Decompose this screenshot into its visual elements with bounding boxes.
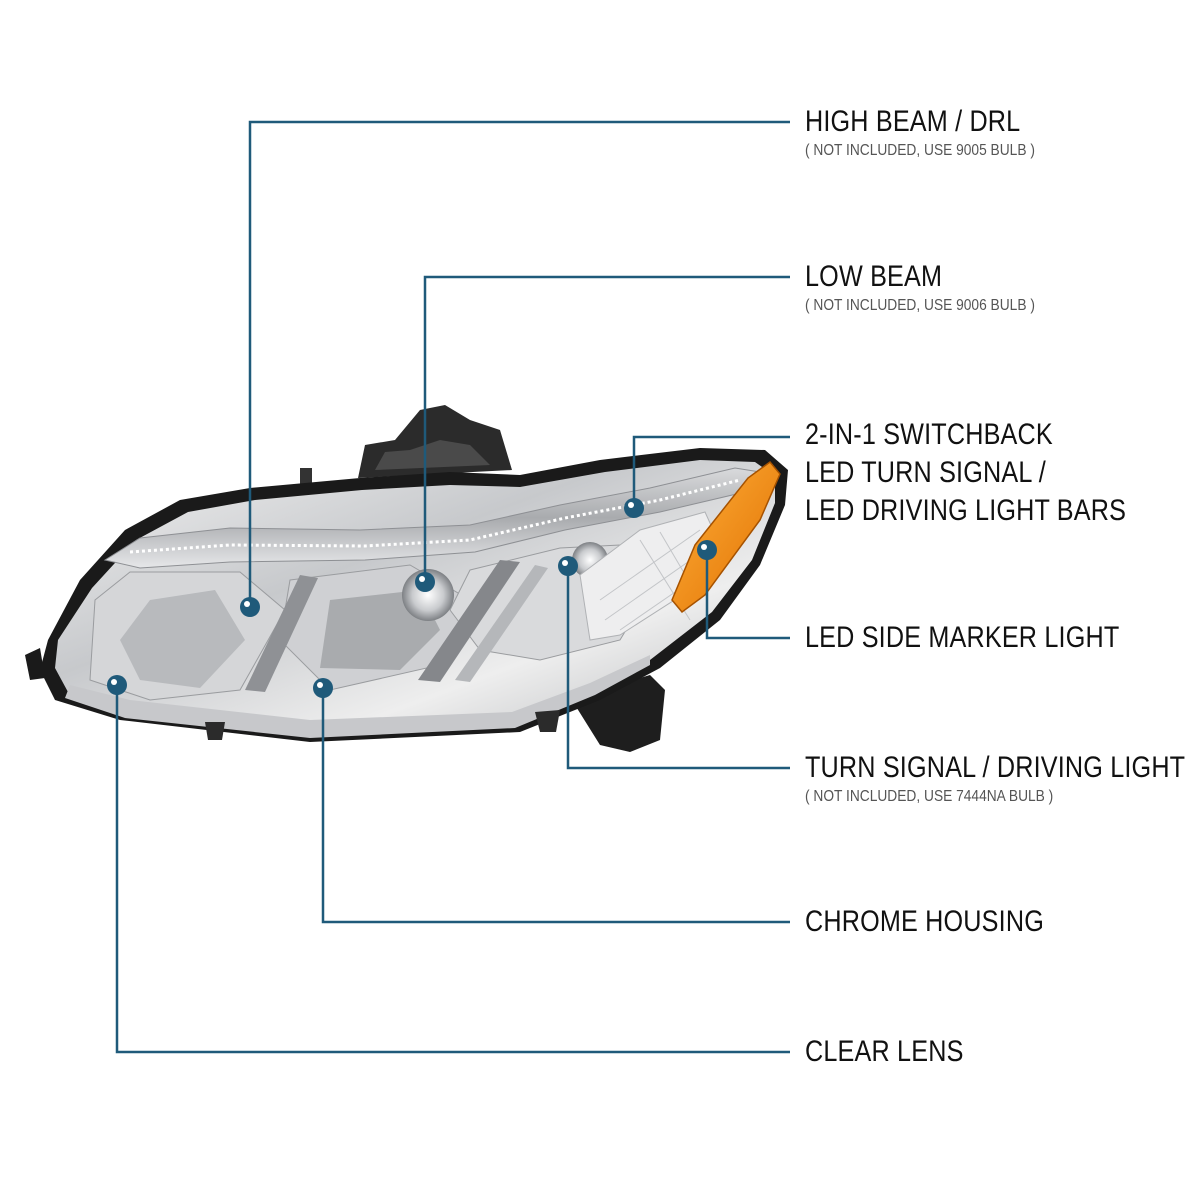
callout-title: TURN SIGNAL / DRIVING LIGHT [805, 751, 1186, 784]
leader-side-marker [705, 550, 790, 640]
callout-side-marker: LED SIDE MARKER LIGHT [805, 619, 1179, 657]
callout-title: LED SIDE MARKER LIGHT [805, 621, 1120, 654]
callout-title: CLEAR LENS [805, 1035, 964, 1068]
callout-turn-signal: TURN SIGNAL / DRIVING LIGHT ( NOT INCLUD… [805, 749, 1200, 807]
callout-dot-low-beam [415, 572, 435, 592]
callout-note: ( NOT INCLUDED, USE 7444NA BULB ) [805, 788, 1054, 805]
callout-note: ( NOT INCLUDED, USE 9005 BULB ) [805, 142, 1035, 159]
callout-title: 2-IN-1 SWITCHBACK LED TURN SIGNAL / LED … [805, 418, 1127, 527]
leader-switchback [632, 435, 790, 508]
leader-turn-signal [566, 566, 790, 770]
callout-title: HIGH BEAM / DRL [805, 105, 1021, 138]
rear-connector-top [300, 405, 512, 493]
callout-note: ( NOT INCLUDED, USE 9006 BULB ) [805, 297, 1035, 314]
callout-dot-side-marker [697, 540, 717, 560]
callout-dot-chrome-housing [313, 678, 333, 698]
callout-high-beam: HIGH BEAM / DRL ( NOT INCLUDED, USE 9005… [805, 103, 1072, 161]
leader-high-beam [248, 120, 790, 607]
leader-clear-lens [115, 685, 790, 1054]
leader-low-beam [423, 275, 790, 582]
callout-title: CHROME HOUSING [805, 905, 1044, 938]
callout-title: LOW BEAM [805, 260, 943, 293]
callout-chrome-housing: CHROME HOUSING [805, 903, 1089, 941]
callout-switchback-led: 2-IN-1 SWITCHBACK LED TURN SIGNAL / LED … [805, 416, 1187, 530]
callout-clear-lens: CLEAR LENS [805, 1033, 994, 1071]
callout-dot-switchback [624, 498, 644, 518]
callout-dot-clear-lens [107, 675, 127, 695]
callout-low-beam: LOW BEAM ( NOT INCLUDED, USE 9006 BULB ) [805, 258, 1072, 316]
callout-dot-turn-signal [558, 556, 578, 576]
callout-dot-high-beam [240, 597, 260, 617]
amber-side-marker [671, 460, 781, 614]
leader-chrome-housing [321, 688, 790, 924]
